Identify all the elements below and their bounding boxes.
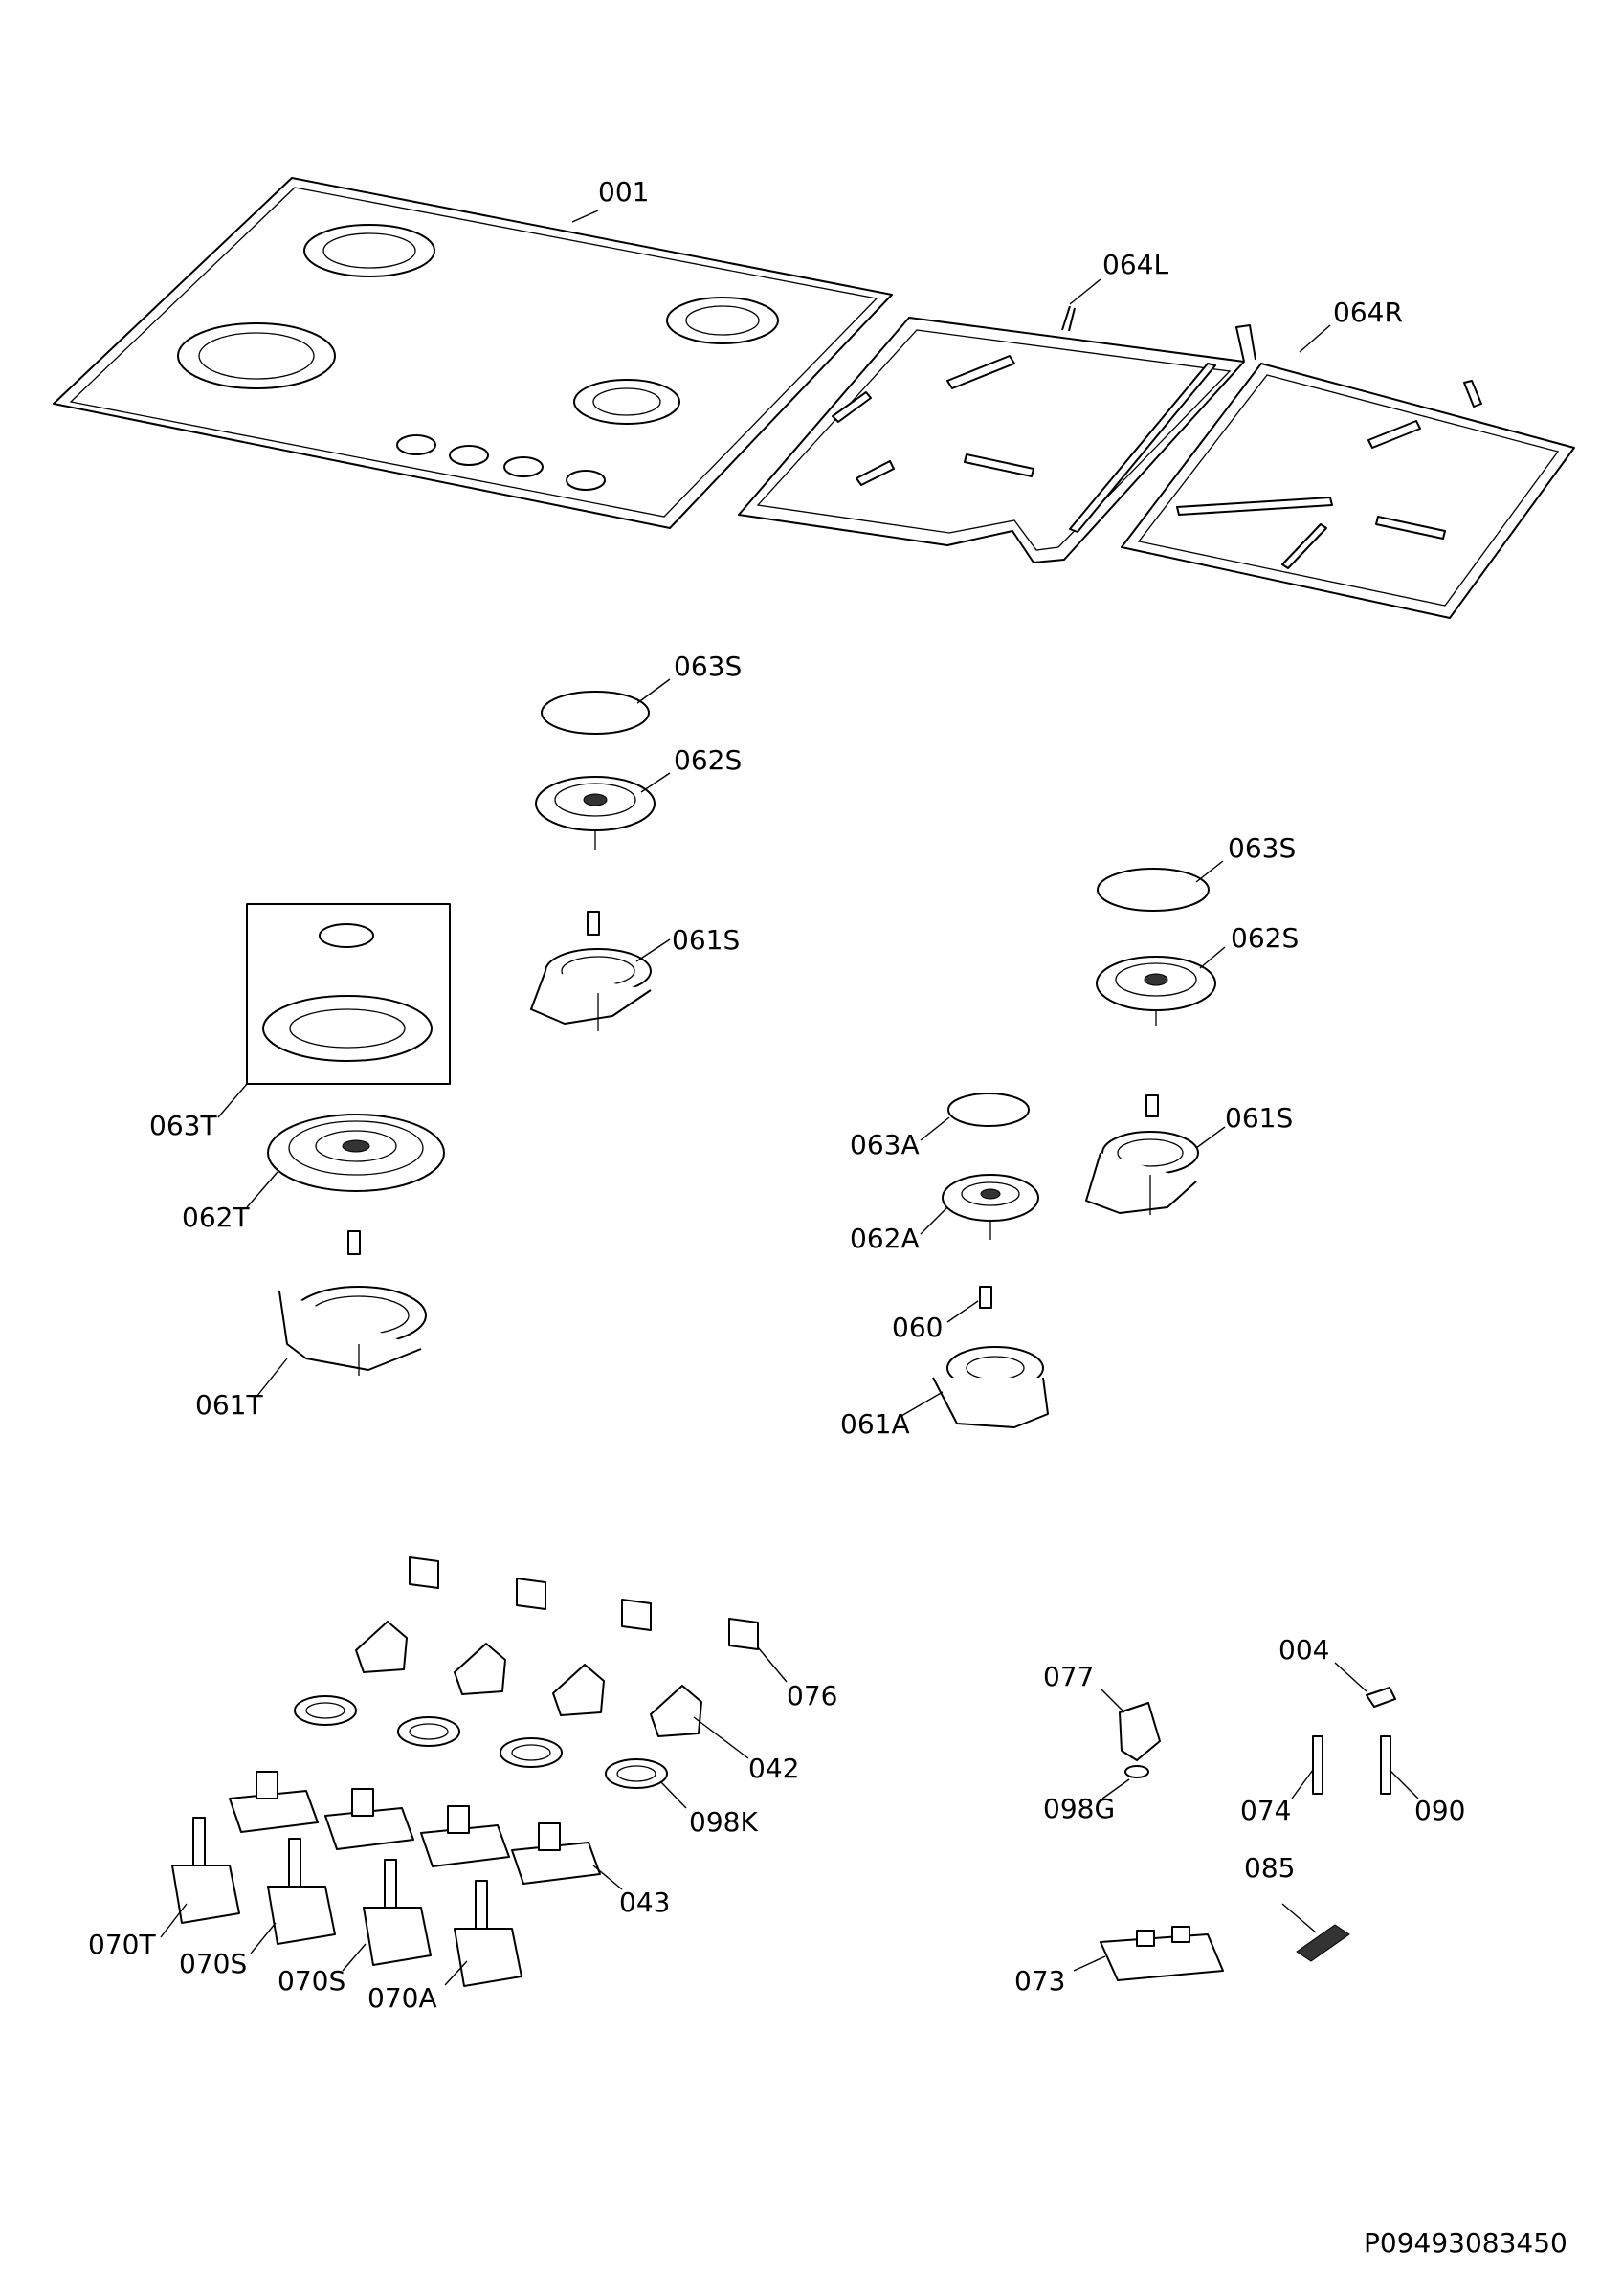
label-077: 077 <box>1043 1661 1094 1692</box>
inset-063T <box>246 903 451 1085</box>
control-knobs-042 <box>355 1621 702 1737</box>
burner-base-061S-left <box>530 948 652 1031</box>
label-062S-left: 062S <box>674 744 742 776</box>
injector-right-061S <box>1145 1094 1159 1117</box>
label-042: 042 <box>748 1753 799 1784</box>
label-076: 076 <box>787 1680 837 1711</box>
burner-base-061S-right <box>1085 1131 1199 1215</box>
label-061S-left: 061S <box>672 924 740 956</box>
seals-098K <box>294 1695 668 1789</box>
label-070A: 070A <box>367 1982 437 2014</box>
label-062S-right: 062S <box>1231 922 1299 954</box>
label-073: 073 <box>1014 1965 1065 1997</box>
injector-060 <box>979 1286 992 1309</box>
label-001: 001 <box>598 176 649 208</box>
ignition-generator-073 <box>1100 1926 1224 1981</box>
label-061A: 061A <box>840 1408 910 1440</box>
burner-base-061A <box>932 1346 1049 1428</box>
label-063S-left: 063S <box>674 651 742 682</box>
knob-springs-076 <box>409 1556 759 1650</box>
label-098G: 098G <box>1043 1793 1115 1824</box>
label-061T: 061T <box>195 1389 263 1421</box>
hob-top-001 <box>53 177 893 529</box>
spark-plug-090 <box>1380 1735 1391 1795</box>
burner-crown-062A <box>942 1174 1039 1240</box>
burner-crown-062S-right <box>1096 956 1216 1026</box>
label-062A: 062A <box>850 1223 920 1254</box>
injector-062T <box>347 1230 361 1255</box>
connector-077 <box>1119 1702 1161 1761</box>
pan-support-right-064R <box>1121 363 1575 619</box>
label-070T: 070T <box>88 1929 156 1960</box>
drawing-number: P09493083450 <box>1364 2227 1567 2259</box>
pan-support-left-064L <box>738 305 1256 563</box>
label-090: 090 <box>1414 1795 1465 1826</box>
label-062T: 062T <box>182 1202 250 1233</box>
washer-098G <box>1124 1765 1149 1778</box>
valve-brackets-043 <box>229 1771 601 1885</box>
leader-lines <box>160 210 1419 1986</box>
thermocouple-074 <box>1312 1735 1323 1795</box>
cap-063S-left <box>541 691 650 735</box>
label-063A: 063A <box>850 1129 920 1160</box>
label-043: 043 <box>619 1887 670 1918</box>
cap-063A <box>947 1093 1030 1127</box>
part-labels: 001 064L 064R 063S 062S 061S 063T 062T 0… <box>88 176 1567 2259</box>
label-063T: 063T <box>149 1110 217 1141</box>
label-098K: 098K <box>689 1806 758 1838</box>
label-004: 004 <box>1278 1634 1329 1666</box>
label-061S-right: 061S <box>1225 1102 1293 1134</box>
label-064L: 064L <box>1102 249 1168 280</box>
cable-holder-085 <box>1296 1924 1350 1962</box>
label-074: 074 <box>1240 1795 1291 1826</box>
label-070S-first: 070S <box>179 1948 247 1979</box>
gas-valves-070 <box>171 1817 522 1987</box>
label-064R: 064R <box>1333 297 1403 328</box>
burner-crown-062T <box>267 1114 445 1192</box>
label-063S-right: 063S <box>1228 832 1296 864</box>
label-070S-second: 070S <box>278 1965 345 1997</box>
clip-004 <box>1366 1687 1396 1708</box>
label-060: 060 <box>892 1312 943 1343</box>
label-085: 085 <box>1244 1852 1295 1884</box>
injector-left-top <box>587 911 600 936</box>
burner-crown-062S-left <box>535 776 656 850</box>
burner-base-061T <box>278 1286 427 1376</box>
cap-063S-right <box>1097 868 1210 912</box>
